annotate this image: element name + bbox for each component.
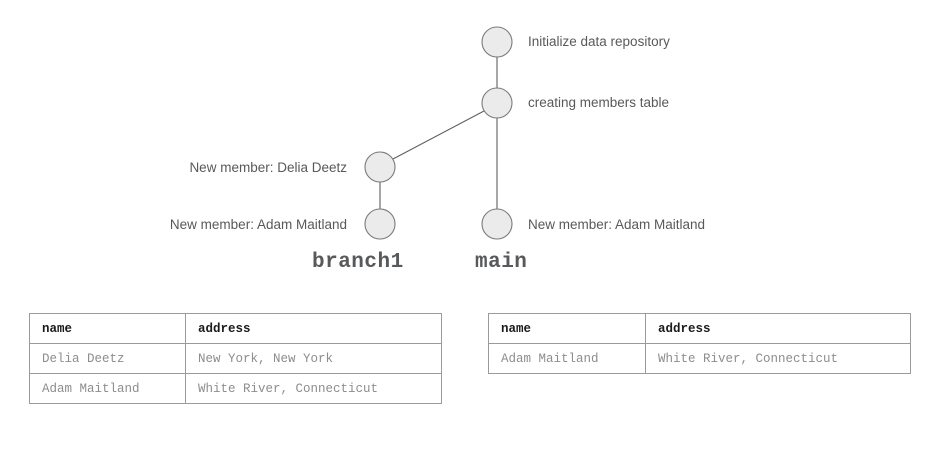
commit-node-main-c1[interactable] <box>481 26 513 58</box>
table-header-row: name address <box>29 313 442 344</box>
commit-node-main-c3[interactable] <box>481 208 513 240</box>
commit-graph <box>364 26 513 240</box>
commit-node-branch1-c2[interactable] <box>364 208 396 240</box>
commit-label-branch1-c2: New member: Adam Maitland <box>169 217 347 232</box>
table-row: Delia Deetz New York, New York <box>29 343 442 374</box>
cell-name: Adam Maitland <box>29 373 186 404</box>
column-header-address: address <box>645 313 911 344</box>
cell-name: Delia Deetz <box>29 343 186 374</box>
branch-label-main[interactable]: main <box>475 251 528 274</box>
column-header-address: address <box>185 313 442 344</box>
commit-node-main-c2[interactable] <box>481 87 513 119</box>
cell-address: White River, Connecticut <box>645 343 911 374</box>
cell-name: Adam Maitland <box>488 343 646 374</box>
table-row: Adam Maitland White River, Connecticut <box>488 343 911 374</box>
commit-label-branch1-c1: New member: Delia Deetz <box>189 160 347 175</box>
cell-address: White River, Connecticut <box>185 373 442 404</box>
branch1-members-table: name address Delia Deetz New York, New Y… <box>29 313 442 404</box>
table-row: Adam Maitland White River, Connecticut <box>29 373 442 404</box>
cell-address: New York, New York <box>185 343 442 374</box>
commit-node-branch1-c1[interactable] <box>364 151 396 183</box>
branch-label-branch1[interactable]: branch1 <box>312 251 404 274</box>
commit-label-main-c2: creating members table <box>528 95 670 110</box>
column-header-name: name <box>488 313 646 344</box>
commit-label-main-c3: New member: Adam Maitland <box>528 217 706 232</box>
main-members-table: name address Adam Maitland White River, … <box>488 313 911 374</box>
edge-main-c2-branch1-c1 <box>392 110 485 160</box>
commit-label-main-c1: Initialize data repository <box>528 34 670 49</box>
column-header-name: name <box>29 313 186 344</box>
table-header-row: name address <box>488 313 911 344</box>
